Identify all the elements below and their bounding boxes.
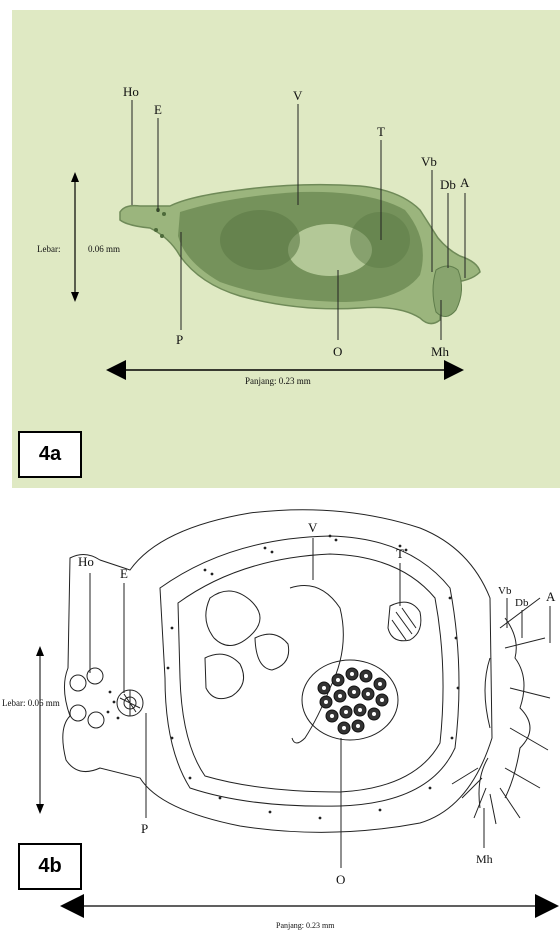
vitellaria-dots xyxy=(107,535,460,820)
label-v: V xyxy=(293,88,303,103)
label-db: Db xyxy=(515,597,529,609)
label-o: O xyxy=(336,872,345,887)
label-mh: Mh xyxy=(431,344,450,359)
width-arrow-drawing xyxy=(36,646,44,814)
label-e: E xyxy=(120,566,128,581)
panel-tag-4a: 4a xyxy=(18,431,82,478)
label-a: A xyxy=(546,589,556,604)
label-o: O xyxy=(333,344,342,359)
label-t: T xyxy=(377,124,385,139)
label-p: P xyxy=(141,821,148,836)
length-label: Panjang: 0.23 mm xyxy=(276,921,335,930)
label-v: V xyxy=(308,520,318,535)
organism-outline-drawing xyxy=(63,510,550,833)
panel-tag-4b: 4b xyxy=(18,843,82,890)
label-p: P xyxy=(176,332,183,347)
panel-4a-photo: Ho E V T Vb Db A P O Mh Lebar: 0.06 mm P… xyxy=(0,0,560,488)
length-arrow-drawing xyxy=(60,894,559,918)
photo-figure: Ho E V T Vb Db A P O Mh Lebar: 0.06 mm P… xyxy=(0,0,560,488)
label-vb: Vb xyxy=(498,585,512,597)
label-t: T xyxy=(396,546,404,561)
label-ho: Ho xyxy=(78,554,94,569)
width-label: Lebar: xyxy=(37,244,60,254)
label-e: E xyxy=(154,102,162,117)
label-vb: Vb xyxy=(421,154,437,169)
label-db: Db xyxy=(440,177,456,192)
label-mh: Mh xyxy=(476,852,493,866)
label-ho: Ho xyxy=(123,84,139,99)
width-label: Lebar: 0.06 mm xyxy=(2,698,60,708)
width-value: 0.06 mm xyxy=(88,244,120,254)
line-drawing-figure: Ho E V T Vb Db A P O Mh Lebar: 0.06 mm P… xyxy=(0,488,560,939)
length-label: Panjang: 0.23 mm xyxy=(245,376,311,386)
panel-4b-drawing: Ho E V T Vb Db A P O Mh Lebar: 0.06 mm P… xyxy=(0,488,560,939)
label-a: A xyxy=(460,175,470,190)
ovary-eggs xyxy=(318,668,388,734)
